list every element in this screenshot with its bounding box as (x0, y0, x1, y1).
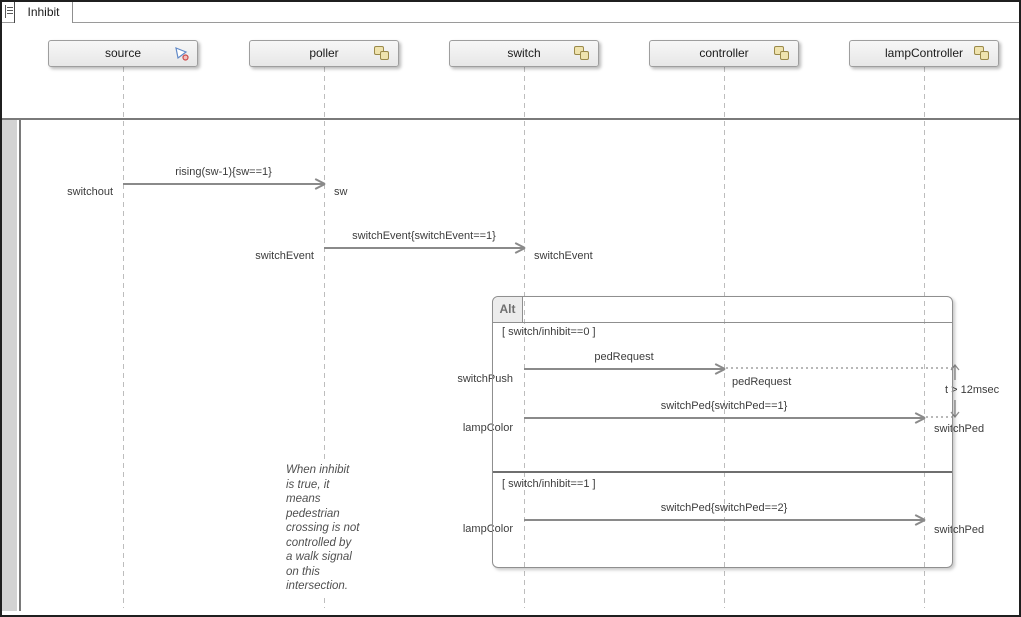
sender-event-label: switchEvent (255, 250, 314, 262)
tab-inhibit[interactable]: Inhibit (14, 2, 73, 23)
lifeline-name: poller (309, 46, 339, 60)
operand-separator (493, 471, 952, 473)
receiver-event-label: switchPed (934, 423, 985, 435)
message-line (524, 519, 924, 521)
message-label: switchEvent{switchEvent==1} (352, 230, 496, 242)
duration-constraint[interactable] (948, 361, 962, 426)
event-extension-line (726, 367, 953, 369)
message-line (524, 417, 924, 419)
lifeline-head-source[interactable]: source (48, 40, 198, 67)
message-line (123, 183, 324, 185)
lifeline-name: lampController (884, 46, 964, 60)
message-switchevent[interactable]: switchEvent{switchEvent==1} (324, 230, 524, 249)
lifeline-controller[interactable] (724, 67, 725, 608)
message-switchped-1[interactable]: switchPed{switchPed==1} (524, 400, 924, 419)
chart-icon (574, 46, 590, 61)
receiver-event-label: sw (334, 186, 348, 198)
tab-title: Inhibit (27, 5, 60, 19)
message-line (524, 368, 724, 370)
lifeline-switch[interactable] (524, 67, 525, 608)
fragment-operator-badge: Alt (493, 297, 523, 322)
chart-icon (974, 46, 990, 61)
message-label: rising(sw-1){sw==1} (175, 166, 272, 178)
lifeline-head-lampcontroller[interactable]: lampController (849, 40, 999, 67)
fragment-guard-1[interactable]: [ switch/inhibit==0 ] (502, 326, 596, 338)
receiver-event-label: pedRequest (732, 376, 792, 388)
canvas-top-divider (2, 118, 1019, 120)
receiver-event-label: switchPed (934, 524, 985, 536)
left-gutter (2, 120, 17, 611)
lifeline-name: controller (699, 46, 749, 60)
lifeline-head-poller[interactable]: poller (249, 40, 399, 67)
message-label: switchPed{switchPed==1} (660, 400, 788, 412)
lifeline-lampcontroller[interactable] (924, 67, 925, 608)
alt-fragment[interactable]: Alt [ switch/inhibit==0 ] [ switch/inhib… (492, 296, 953, 568)
fragment-header: Alt (493, 297, 952, 323)
lifeline-name: switch (507, 46, 541, 60)
lifeline-name: source (104, 46, 142, 60)
message-rising[interactable]: rising(sw-1){sw==1} (123, 166, 324, 185)
fragment-guard-2[interactable]: [ switch/inhibit==1 ] (502, 478, 596, 490)
sender-event-label: switchout (67, 186, 113, 198)
message-label: switchPed{switchPed==2} (660, 502, 788, 514)
message-pedrequest[interactable]: pedRequest (524, 351, 724, 370)
chart-icon (374, 46, 390, 61)
source-block-icon (174, 46, 190, 62)
lifeline-head-switch[interactable]: switch (449, 40, 599, 67)
tab-strip-divider (2, 22, 1019, 23)
sender-event-label: lampColor (462, 422, 513, 434)
left-gutter-border (19, 120, 21, 611)
lifeline-source[interactable] (123, 67, 124, 608)
lifeline-head-controller[interactable]: controller (649, 40, 799, 67)
annotation-note[interactable]: When inhibit is true, it means pedestria… (286, 463, 378, 594)
message-switchped-2[interactable]: switchPed{switchPed==2} (524, 502, 924, 521)
message-label: pedRequest (594, 351, 654, 363)
event-extension-line (926, 416, 953, 418)
duration-constraint-label: t > 12msec (945, 384, 1000, 396)
tab-list-icon[interactable] (5, 5, 16, 18)
message-line (324, 247, 524, 249)
receiver-event-label: switchEvent (534, 250, 593, 262)
sender-event-label: lampColor (462, 523, 513, 535)
chart-icon (774, 46, 790, 61)
lifeline-poller[interactable] (324, 67, 325, 608)
sender-event-label: switchPush (457, 373, 513, 385)
